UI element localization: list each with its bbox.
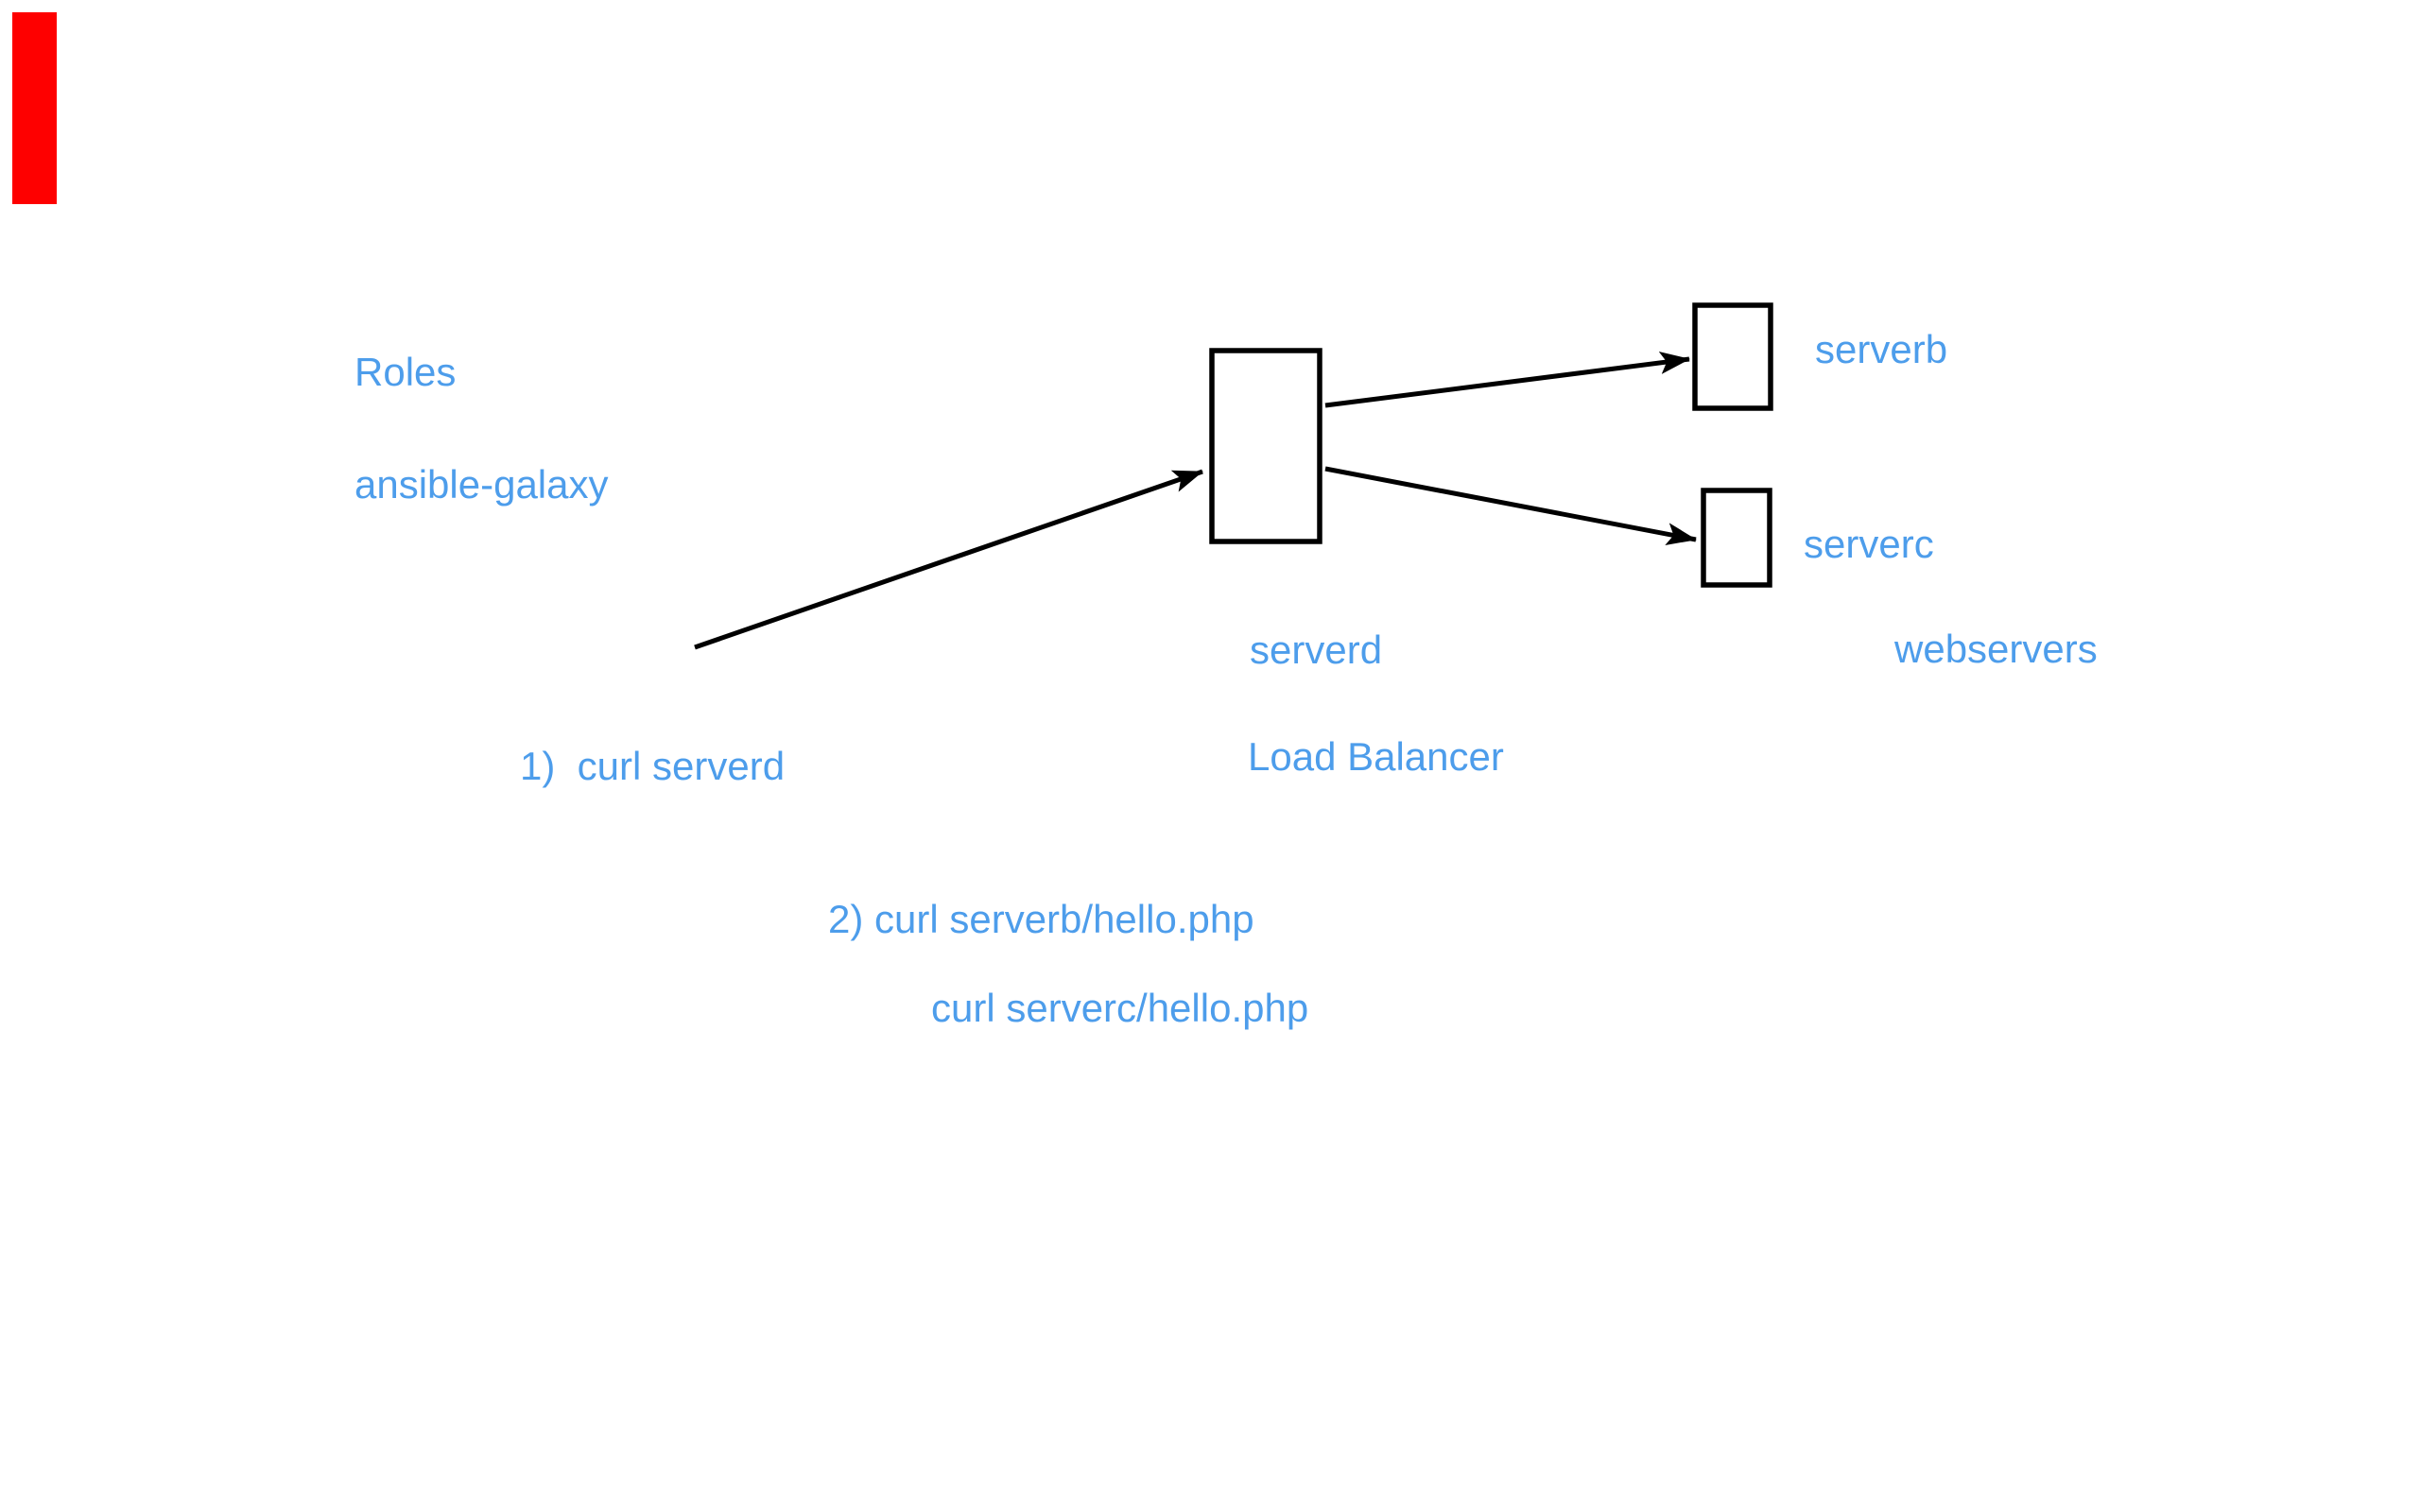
webservers-label: webservers [1894,627,2098,671]
step1-curl-serverd-label: 1) curl serverd [520,744,786,788]
arrow-loadbalancer-to-serverc [1324,466,1697,545]
step2-curl-serverb-label: 2) curl serverb/hello.php [828,897,1254,941]
load-balancer-label: Load Balancer [1248,734,1504,779]
serverc-box [1701,488,1772,588]
step2-curl-serverc-label: curl serverc/hello.php [931,986,1309,1030]
roles-label: Roles [354,350,457,394]
serverd-label: serverd [1250,627,1383,672]
serverb-label: serverb [1815,327,1948,371]
red-annotation-bar [12,12,57,204]
load-balancer-box [1209,348,1322,544]
serverb-box [1692,302,1773,411]
arrow-loadbalancer-to-serverb [1324,352,1690,408]
serverc-label: serverc [1804,522,1934,566]
arrow-curl-to-loadbalancer [694,469,1203,650]
ansible-galaxy-label: ansible-galaxy [354,462,609,507]
